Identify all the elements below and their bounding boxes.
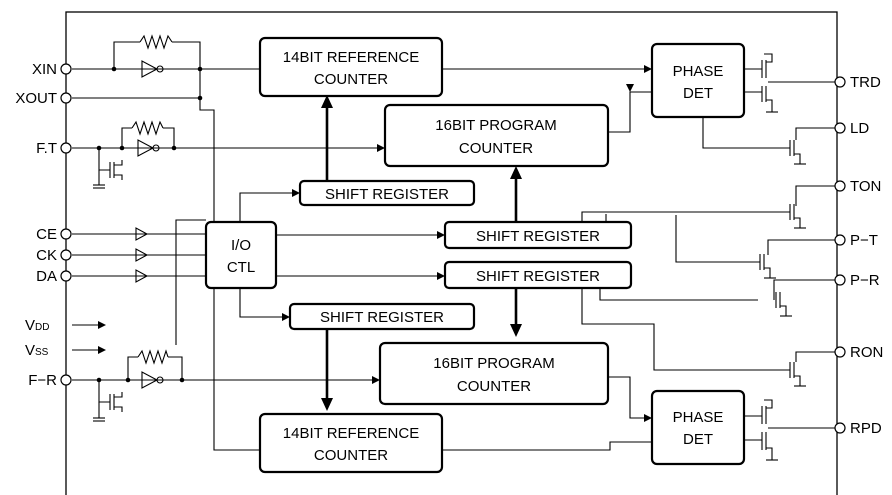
ref-counter-bottom: 14BIT REFERENCE COUNTER bbox=[258, 412, 444, 474]
prog-counter-bottom: 16BIT PROGRAM COUNTER bbox=[378, 341, 610, 406]
io-ctl: I/O CTL bbox=[204, 220, 278, 290]
io-ctl-line2: CTL bbox=[227, 259, 255, 276]
phase-det-top-line1: PHASE bbox=[673, 63, 724, 80]
left-pin-labels: XIN XOUT F.T CE CK DA VDD VSS F−R bbox=[15, 61, 57, 389]
pin-vdd: VDD bbox=[25, 317, 49, 334]
ref-counter-top: 14BIT REFERENCE COUNTER bbox=[258, 36, 444, 98]
phase-det-top-line2: DET bbox=[683, 85, 713, 102]
pin-ron: RON bbox=[850, 344, 883, 361]
pin-terminals bbox=[60, 63, 846, 434]
ref-counter-bottom-line2: COUNTER bbox=[314, 447, 388, 464]
pin-ce: CE bbox=[36, 226, 57, 243]
pin-ck: CK bbox=[36, 247, 57, 264]
pin-xout: XOUT bbox=[15, 90, 57, 107]
pin-rpd: RPD bbox=[850, 420, 882, 437]
io-ctl-line1: I/O bbox=[231, 237, 251, 254]
data-arrows bbox=[321, 95, 522, 411]
chip-outline bbox=[65, 11, 838, 495]
thin-arrowheads bbox=[98, 65, 652, 422]
shift-register-1: SHIFT REGISTER bbox=[298, 179, 476, 207]
phase-det-bottom-line2: DET bbox=[683, 431, 713, 448]
pin-trd: TRD bbox=[850, 74, 881, 91]
pin-pt: P−T bbox=[850, 232, 878, 249]
ref-counter-top-line1: 14BIT REFERENCE bbox=[283, 49, 419, 66]
phase-det-bottom: PHASE DET bbox=[650, 389, 746, 466]
shift-register-2-label: SHIFT REGISTER bbox=[476, 228, 600, 245]
shift-register-4-label: SHIFT REGISTER bbox=[320, 309, 444, 326]
pin-xin: XIN bbox=[32, 61, 57, 78]
phase-det-bottom-line1: PHASE bbox=[673, 409, 724, 426]
pin-ton: TON bbox=[850, 178, 881, 195]
pin-pr: P−R bbox=[850, 272, 880, 289]
prog-counter-top-line1: 16BIT PROGRAM bbox=[435, 117, 556, 134]
shift-register-1-label: SHIFT REGISTER bbox=[325, 186, 449, 203]
inverter-icons bbox=[135, 60, 164, 389]
prog-counter-top: 16BIT PROGRAM COUNTER bbox=[383, 103, 610, 168]
pin-ld: LD bbox=[850, 120, 869, 137]
phase-det-top: PHASE DET bbox=[650, 42, 746, 119]
prog-counter-top-line2: COUNTER bbox=[459, 140, 533, 157]
right-pin-labels: TRD LD TON P−T P−R RON RPD bbox=[850, 74, 883, 437]
wires bbox=[72, 41, 835, 451]
junction-dots bbox=[96, 66, 203, 383]
pin-da: DA bbox=[36, 268, 57, 285]
shift-register-4: SHIFT REGISTER bbox=[288, 302, 476, 331]
ref-counter-bottom-line1: 14BIT REFERENCE bbox=[283, 425, 419, 442]
shift-register-3-label: SHIFT REGISTER bbox=[476, 268, 600, 285]
pin-vss: VSS bbox=[25, 342, 49, 359]
prog-counter-bottom-line2: COUNTER bbox=[457, 378, 531, 395]
resistor-icons bbox=[131, 34, 173, 365]
prog-counter-bottom-line1: 16BIT PROGRAM bbox=[433, 355, 554, 372]
pin-fr: F−R bbox=[28, 372, 57, 389]
shift-register-3: SHIFT REGISTER bbox=[443, 260, 633, 290]
pin-ft: F.T bbox=[36, 140, 57, 157]
transistor-icons bbox=[93, 53, 806, 461]
shift-register-2: SHIFT REGISTER bbox=[443, 220, 633, 250]
ref-counter-top-line2: COUNTER bbox=[314, 71, 388, 88]
